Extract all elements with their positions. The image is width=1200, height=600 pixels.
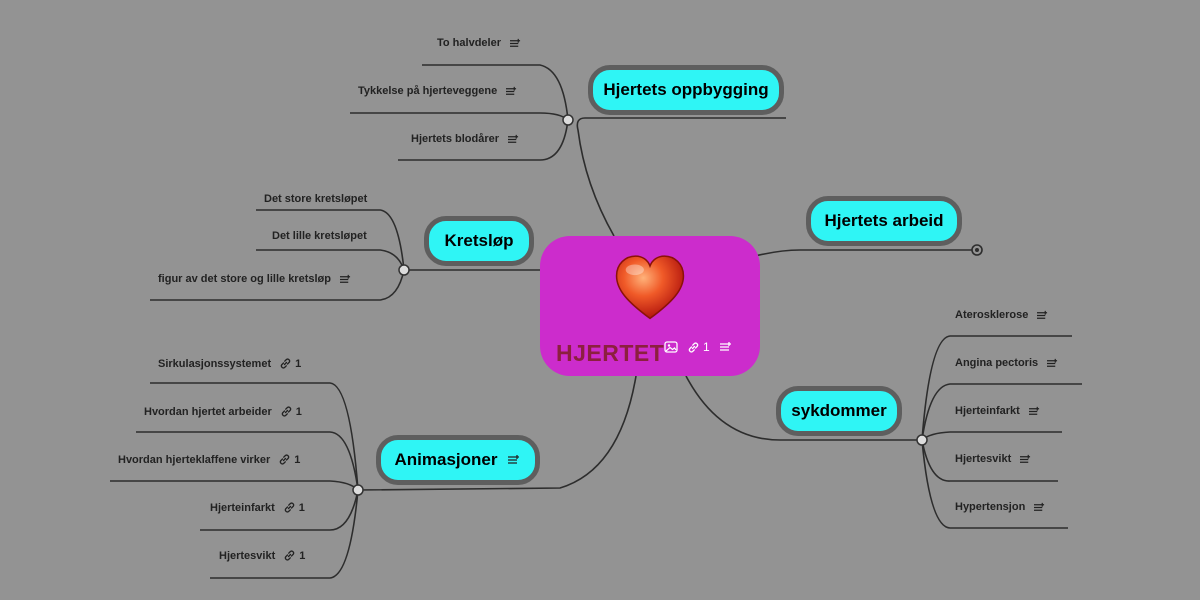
- link-count[interactable]: 1: [279, 357, 301, 370]
- leaf-figur-kretslop[interactable]: figur av det store og lille kretsløp: [158, 273, 352, 285]
- leaf-store-kretslopet[interactable]: Det store kretsløpet: [264, 193, 368, 205]
- leaf-hypertensjon[interactable]: Hypertensjon: [955, 501, 1046, 513]
- topic-sykdommer[interactable]: sykdommer: [776, 386, 902, 436]
- leaf-angina-pectoris[interactable]: Angina pectoris: [955, 357, 1059, 369]
- topic-kretslop[interactable]: Kretsløp: [424, 216, 534, 266]
- connector-sykdommer: [685, 375, 922, 441]
- link-icon: [688, 341, 699, 353]
- leaf-hjerteklaffene[interactable]: Hvordan hjerteklaffene virker 1: [118, 453, 301, 466]
- notes-icon[interactable]: [1033, 502, 1046, 513]
- central-topic[interactable]: HJERTET 1: [540, 236, 760, 376]
- leaf-lille-kretslopet[interactable]: Det lille kretsløpet: [272, 230, 367, 242]
- link-icon: [284, 502, 295, 513]
- central-topic-title: HJERTET: [556, 340, 665, 366]
- topic-animasjoner[interactable]: Animasjoner: [376, 435, 540, 485]
- leaf-sirkulasjonssystemet[interactable]: Sirkulasjonssystemet 1: [158, 357, 302, 370]
- link-icon: [281, 406, 291, 417]
- notes-icon[interactable]: [509, 38, 522, 49]
- leaf-hjerteinfarkt[interactable]: Hjerteinfarkt: [955, 405, 1041, 417]
- link-icon: [280, 454, 290, 465]
- leaf-hjerteinfarkt-animasjon[interactable]: Hjerteinfarkt 1: [210, 501, 305, 514]
- branch-knob-sykdommer: [916, 434, 928, 446]
- notes-icon[interactable]: [1046, 358, 1059, 369]
- connector-animasjoner: [357, 375, 637, 491]
- link-count[interactable]: 1: [283, 549, 305, 562]
- topic-hjertets-arbeid[interactable]: Hjertets arbeid: [806, 196, 962, 246]
- heart-icon: [615, 255, 685, 320]
- expand-knob-arbeid: [971, 244, 983, 256]
- connector-arbeid: [754, 249, 972, 257]
- notes-icon[interactable]: [505, 86, 518, 97]
- link-count[interactable]: 1: [280, 405, 302, 418]
- link-icon: [280, 358, 291, 369]
- notes-icon[interactable]: [1028, 406, 1041, 417]
- branch-knob-kretslop: [398, 264, 410, 276]
- notes-icon[interactable]: [507, 134, 520, 145]
- notes-icon[interactable]: [1019, 454, 1032, 465]
- link-icon: [285, 550, 295, 561]
- leaf-tykkelse[interactable]: Tykkelse på hjerteveggene: [358, 85, 518, 97]
- image-icon[interactable]: [664, 341, 678, 353]
- leaf-blodarer[interactable]: Hjertets blodårer: [411, 133, 520, 145]
- connector-oppbygging: [576, 117, 786, 237]
- notes-icon[interactable]: [339, 274, 352, 285]
- leaf-hvordan-hjertet-arbeider[interactable]: Hvordan hjertet arbeider 1: [144, 405, 302, 418]
- notes-icon[interactable]: [719, 341, 733, 353]
- leaf-to-halvdeler[interactable]: To halvdeler: [437, 37, 522, 49]
- link-count[interactable]: 1: [687, 340, 710, 354]
- topic-hjertets-oppbygging[interactable]: Hjertets oppbygging: [588, 65, 784, 115]
- leaf-hjertesvikt-animasjon[interactable]: Hjertesvikt 1: [219, 549, 306, 562]
- notes-icon[interactable]: [507, 454, 521, 466]
- notes-icon[interactable]: [1036, 310, 1049, 321]
- leaf-aterosklerose[interactable]: Aterosklerose: [955, 309, 1049, 321]
- branch-knob-animasjoner: [352, 484, 364, 496]
- link-count[interactable]: 1: [283, 501, 305, 514]
- leaf-hjertesvikt[interactable]: Hjertesvikt: [955, 453, 1032, 465]
- link-count[interactable]: 1: [278, 453, 300, 466]
- branch-knob-oppbygging: [562, 114, 574, 126]
